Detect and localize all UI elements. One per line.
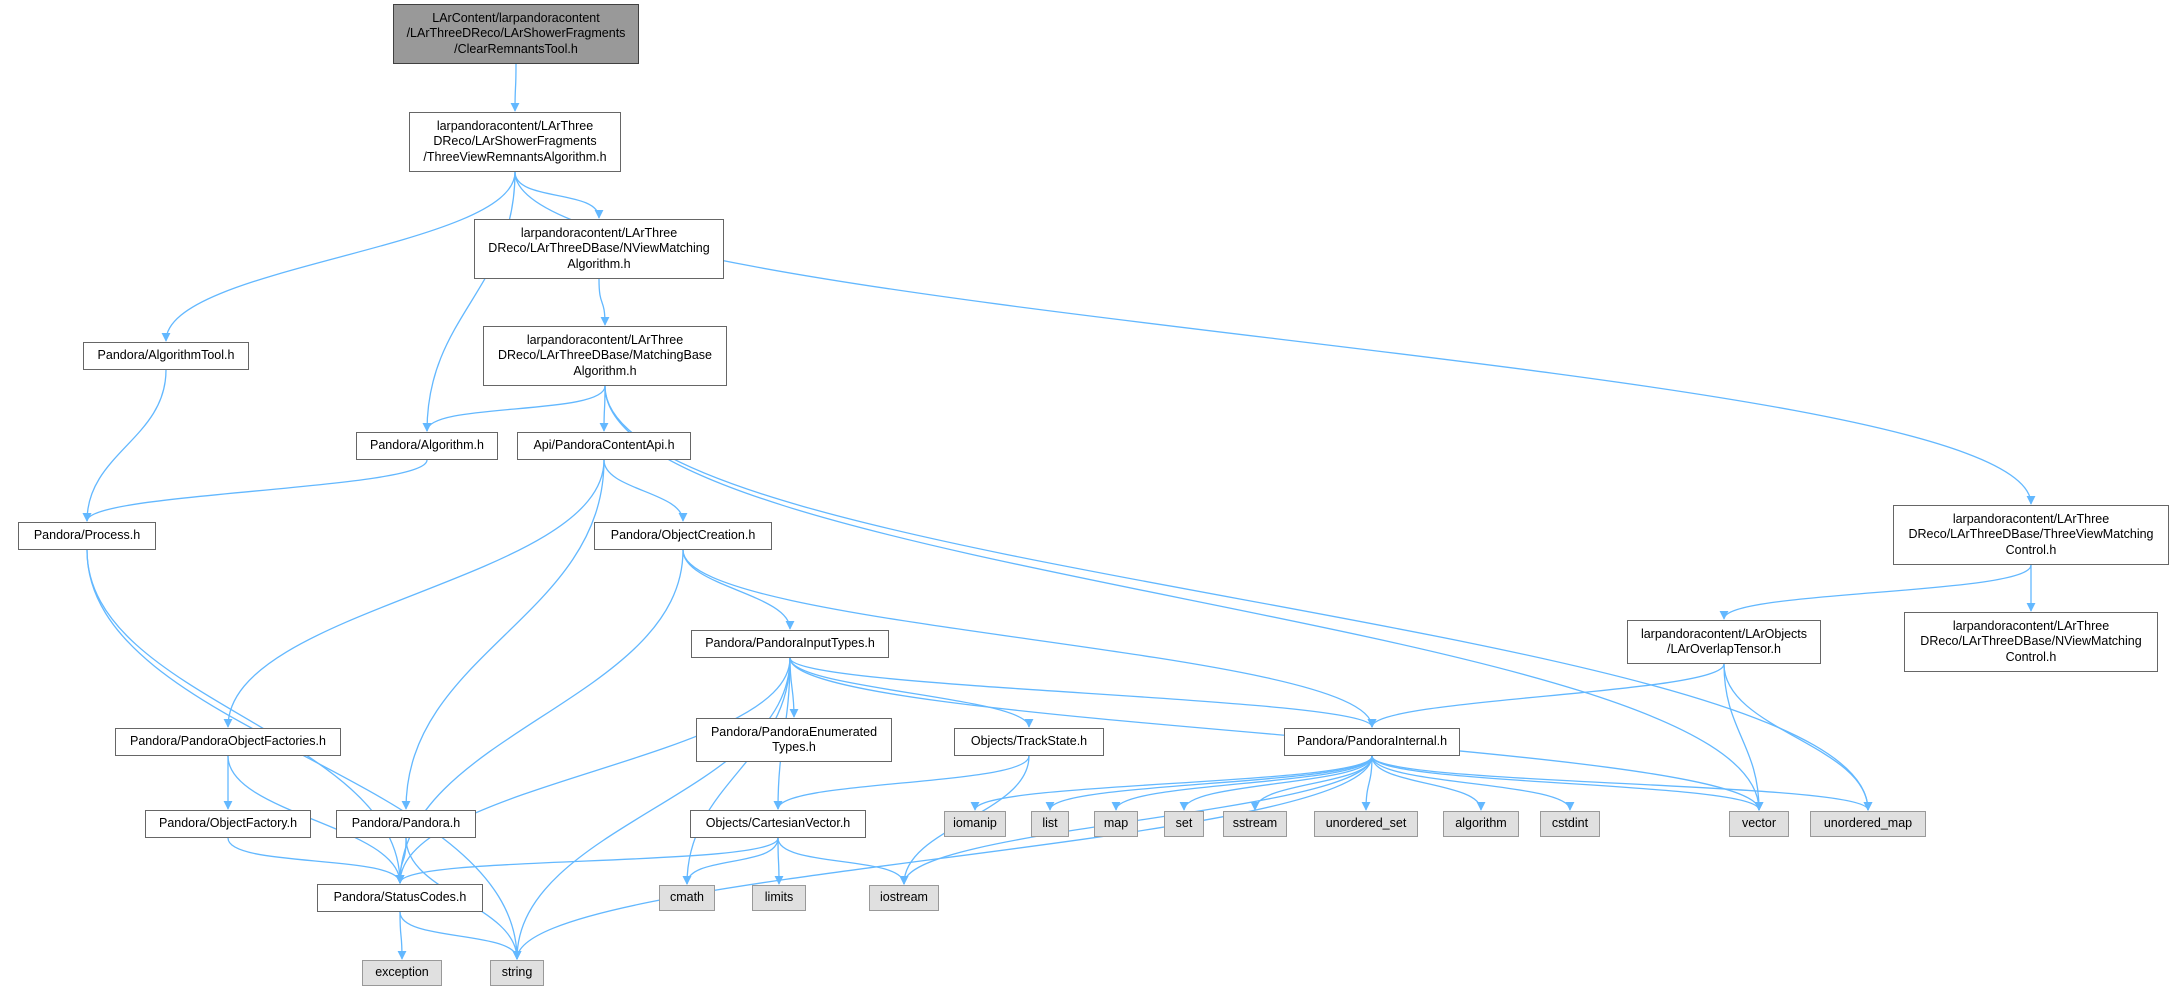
edge-cartesian_vector-to-status_codes	[395, 837, 779, 884]
edge-root-to-threeview_remnants	[510, 63, 520, 112]
node-n-view-matching-algorithm-h[interactable]: larpandoracontent/LArThree DReco/LArThre…	[474, 219, 724, 279]
edge-input_types-to-cmath	[682, 657, 791, 885]
node-process-h[interactable]: Pandora/Process.h	[18, 522, 156, 550]
node-list: list	[1031, 811, 1069, 837]
edge-track_state-to-cartesian_vector	[773, 755, 1030, 810]
node-exception: exception	[362, 960, 442, 986]
edge-matching_base_alg-to-algorithm	[422, 385, 606, 432]
edge-cartesian_vector-to-cmath	[682, 837, 779, 885]
edge-overlap_tensor-to-unordered_map	[1723, 663, 1873, 811]
node-pandora-content-api-h[interactable]: Api/PandoraContentApi.h	[517, 432, 691, 460]
edge-content_api-to-pandora	[401, 459, 605, 810]
node-clear-remnants-tool-h: LArContent/larpandoracontent /LArThreeDR…	[393, 4, 639, 64]
node-iostream: iostream	[869, 885, 939, 911]
edge-matching_base_alg-to-unordered_map	[604, 385, 1873, 811]
edge-pandora_internal-to-vector	[1371, 755, 1764, 811]
edge-input_types-to-pandora_internal	[789, 657, 1377, 728]
node-map: map	[1094, 811, 1138, 837]
edge-content_api-to-object_creation	[603, 459, 688, 522]
node-cstdint: cstdint	[1540, 811, 1600, 837]
node-vector: vector	[1729, 811, 1789, 837]
edge-input_types-to-string	[512, 657, 791, 960]
node-pandora-internal-h[interactable]: Pandora/PandoraInternal.h	[1284, 728, 1460, 756]
edge-threeview_remnants-to-threeview_matching_control	[514, 171, 2036, 505]
edge-threeview_matching_control-to-overlap_tensor	[1719, 564, 2032, 620]
edge-overlap_tensor-to-pandora_internal	[1367, 663, 1725, 728]
node-algorithm-std: algorithm	[1443, 811, 1519, 837]
edge-input_types-to-enumerated_types	[789, 657, 799, 718]
edge-pandora_internal-to-iomanip	[970, 755, 1373, 811]
edge-pandora_internal-to-unordered_set	[1361, 755, 1373, 811]
node-three-view-remnants-algorithm-h[interactable]: larpandoracontent/LArThree DReco/LArShow…	[409, 112, 621, 172]
node-pandora-input-types-h[interactable]: Pandora/PandoraInputTypes.h	[691, 630, 889, 658]
edge-pandora_internal-to-map	[1111, 755, 1373, 811]
edge-object_factories-to-status_codes	[227, 755, 405, 884]
node-set: set	[1164, 811, 1204, 837]
edge-object_factory-to-status_codes	[227, 837, 405, 884]
edge-pandora_internal-to-algorithm_std	[1371, 755, 1486, 811]
node-limits: limits	[752, 885, 806, 911]
edge-object_creation-to-pandora_internal	[682, 549, 1377, 728]
node-track-state-h[interactable]: Objects/TrackState.h	[954, 728, 1104, 756]
edge-nview_matching_alg-to-matching_base_alg	[598, 278, 610, 326]
edge-algorithm-to-process	[82, 459, 428, 522]
node-iomanip: iomanip	[944, 811, 1006, 837]
edge-threeview_remnants-to-nview_matching_alg	[514, 171, 604, 219]
edge-object_creation-to-input_types	[682, 549, 795, 630]
edge-pandora_internal-to-set	[1179, 755, 1373, 811]
node-object-factory-h[interactable]: Pandora/ObjectFactory.h	[145, 810, 311, 838]
node-cartesian-vector-h[interactable]: Objects/CartesianVector.h	[690, 810, 866, 838]
node-pandora-h[interactable]: Pandora/Pandora.h	[336, 810, 476, 838]
edge-algorithm_tool-to-process	[82, 369, 167, 522]
node-sstream: sstream	[1223, 811, 1287, 837]
edge-pandora_internal-to-string	[512, 755, 1373, 960]
node-unordered-map: unordered_map	[1810, 811, 1926, 837]
edge-content_api-to-object_factories	[223, 459, 605, 728]
edge-input_types-to-status_codes	[395, 657, 791, 884]
edge-status_codes-to-exception	[397, 911, 407, 960]
edge-overlap_tensor-to-vector	[1723, 663, 1764, 811]
edge-status_codes-to-string	[399, 911, 522, 960]
node-n-view-matching-control-h[interactable]: larpandoracontent/LArThree DReco/LArThre…	[1904, 612, 2158, 672]
edge-input_types-to-vector	[789, 657, 1764, 811]
edge-threeview_remnants-to-algorithm	[422, 171, 516, 432]
edge-pandora_internal-to-list	[1045, 755, 1373, 811]
node-lar-overlap-tensor-h[interactable]: larpandoracontent/LArObjects /LArOverlap…	[1627, 620, 1821, 664]
edge-cartesian_vector-to-iostream	[777, 837, 909, 885]
edge-matching_base_alg-to-vector	[604, 385, 1764, 811]
node-three-view-matching-control-h[interactable]: larpandoracontent/LArThree DReco/LArThre…	[1893, 505, 2169, 565]
edge-pandora_internal-to-unordered_map	[1371, 755, 1873, 811]
node-algorithm-tool-h[interactable]: Pandora/AlgorithmTool.h	[83, 342, 249, 370]
node-unordered-set: unordered_set	[1314, 811, 1418, 837]
node-object-creation-h[interactable]: Pandora/ObjectCreation.h	[594, 522, 772, 550]
node-string: string	[490, 960, 544, 986]
node-matching-base-algorithm-h[interactable]: larpandoracontent/LArThree DReco/LArThre…	[483, 326, 727, 386]
node-status-codes-h[interactable]: Pandora/StatusCodes.h	[317, 884, 483, 912]
edge-pandora_internal-to-iostream	[899, 755, 1373, 885]
node-pandora-enumerated-types-h[interactable]: Pandora/PandoraEnumerated Types.h	[696, 718, 892, 762]
edge-input_types-to-track_state	[789, 657, 1034, 728]
edge-pandora_internal-to-cstdint	[1371, 755, 1575, 811]
edge-pandora_internal-to-sstream	[1250, 755, 1373, 811]
node-algorithm-h[interactable]: Pandora/Algorithm.h	[356, 432, 498, 460]
node-cmath: cmath	[659, 885, 715, 911]
edge-cartesian_vector-to-limits	[774, 837, 784, 885]
node-pandora-object-factories-h[interactable]: Pandora/PandoraObjectFactories.h	[115, 728, 341, 756]
edge-threeview_remnants-to-algorithm_tool	[161, 171, 516, 342]
